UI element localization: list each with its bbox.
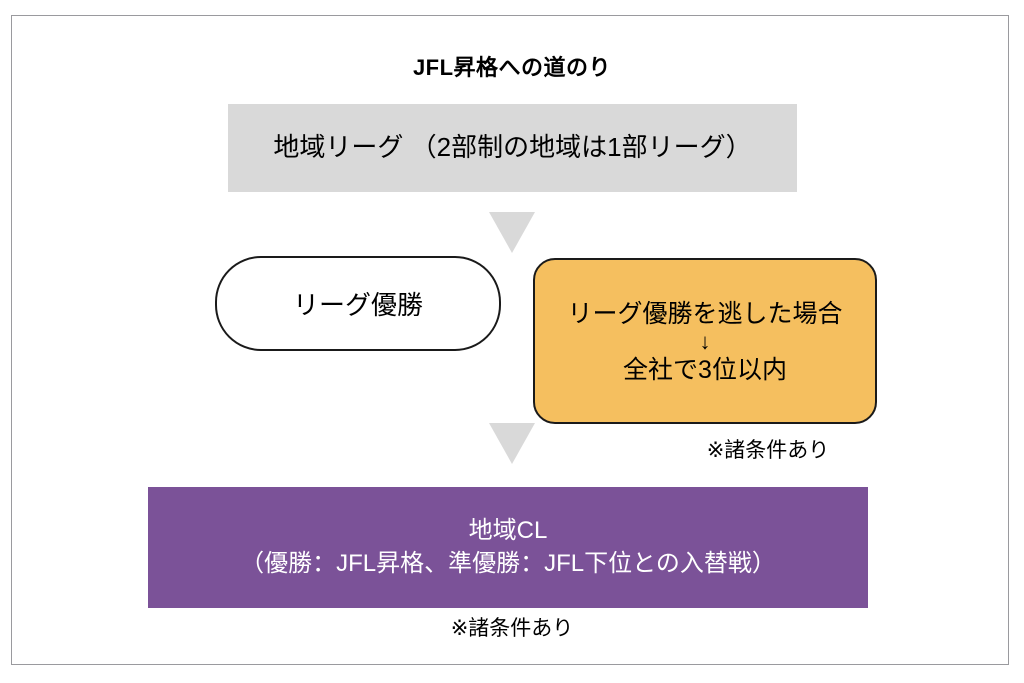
node-league-champion: リーグ優勝 — [215, 256, 501, 351]
node-regional-cl-line-1: 地域CL — [468, 517, 548, 545]
down-triangle-icon-2 — [489, 423, 535, 464]
down-triangle-icon-1 — [489, 212, 535, 253]
down-arrow-icon: ↓ — [699, 328, 711, 354]
node-regional-league: 地域リーグ （2部制の地域は1部リーグ） — [228, 104, 797, 192]
note-conditions-cl: ※諸条件あり — [450, 617, 574, 640]
node-regional-cl-line-2: （優勝：JFL昇格、準優勝：JFL下位との入替戦） — [240, 549, 776, 577]
node-regional-champions-league: 地域CL （優勝：JFL昇格、準優勝：JFL下位との入替戦） — [148, 487, 868, 608]
note-conditions-runnerup: ※諸条件あり — [706, 439, 830, 462]
node-regional-league-label: 地域リーグ （2部制の地域は1部リーグ） — [273, 132, 752, 163]
node-missed-title-line-1: リーグ優勝を逃した場合 — [567, 299, 843, 328]
node-missed-title-line-2: 全社で3位以内 — [623, 356, 787, 385]
page-title: JFL昇格への道のり — [412, 55, 612, 80]
node-league-champion-label: リーグ優勝 — [292, 290, 423, 320]
node-missed-title: リーグ優勝を逃した場合 ↓ 全社で3位以内 — [533, 258, 877, 424]
